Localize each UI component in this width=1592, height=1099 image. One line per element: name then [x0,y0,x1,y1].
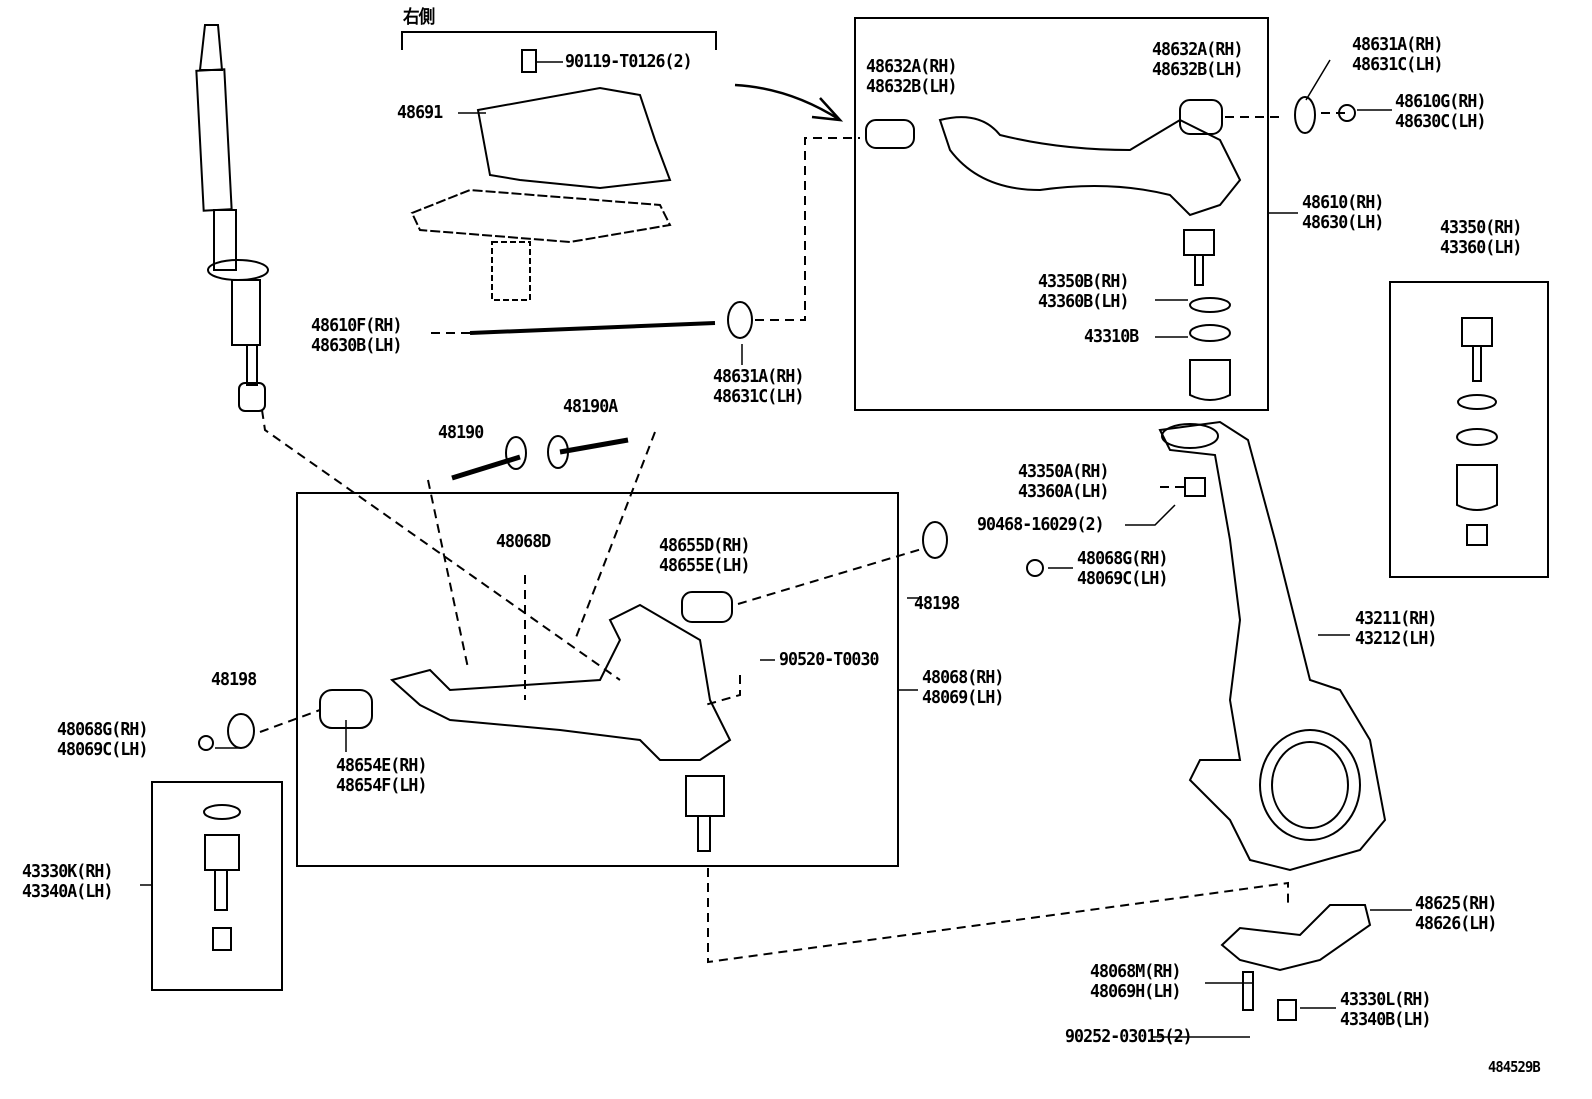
part-label: 43211(RH) 43212(LH) [1355,608,1437,649]
part-label: 48610G(RH) 48630C(LH) [1395,91,1486,132]
part-label: 43310B [1084,326,1139,347]
part-label: 48631A(RH) 48631C(LH) [713,366,804,407]
right-side-bracket [401,31,717,50]
knuckle-arm-icon [1220,904,1372,1021]
bolt-icon [521,49,537,73]
part-label: 90252-03015(2) [1065,1026,1193,1047]
lower-control-arm-icon [198,521,948,852]
upper-arm-group-box [854,17,1269,411]
bump-stop-icon [491,241,531,301]
bolt-shaft-icon [469,321,716,335]
part-label: 48691 [397,102,443,123]
leader-lines [140,59,1412,1038]
washer-icon [727,301,753,339]
part-label: 90468-16029(2) [977,514,1105,535]
dashed-guide-lines [259,112,1345,964]
part-label: 48610F(RH) 48630B(LH) [311,315,402,356]
part-label: 48068G(RH) 48069C(LH) [57,719,148,760]
steering-knuckle-icon [1026,420,1387,872]
part-label: 48632A(RH) 48632B(LH) [1152,39,1243,80]
upper-control-arm-icon [865,96,1356,401]
shock-absorber-icon [195,24,269,412]
part-label: 43330L(RH) 43340B(LH) [1340,989,1431,1030]
part-label: 48068G(RH) 48069C(LH) [1077,548,1168,589]
part-label: 48654E(RH) 48654F(LH) [336,755,427,796]
ball-joint-left-box [151,781,283,991]
ball-joint-right-box [1389,281,1549,578]
part-label: 48190 [438,422,484,443]
cam-bolt-icon [559,437,629,455]
part-label: 48610(RH) 48630(LH) [1302,192,1384,233]
ball-joint-kit-icon [1456,317,1498,546]
cam-bolt-icon [451,454,521,481]
part-label: 48198 [211,669,257,690]
right-side-note: 右側 [403,7,435,28]
part-label: 48655D(RH) 48655E(LH) [659,535,750,576]
drawing-id: 484529B [1488,1058,1541,1076]
lower-ball-joint-icon [203,804,241,951]
part-label: 48632A(RH) 48632B(LH) [866,56,957,97]
part-label: 43330K(RH) 43340A(LH) [22,861,113,902]
upper-arm-outline-icon [410,188,672,244]
lower-arm-group-box [296,492,899,867]
part-label: 43350(RH) 43360(LH) [1440,217,1522,258]
part-label: 48068(RH) 48069(LH) [922,667,1004,708]
part-label: 48190A [563,396,618,417]
part-label: 48631A(RH) 48631C(LH) [1352,34,1443,75]
part-label: 48068M(RH) 48069H(LH) [1090,961,1181,1002]
arrow-icon [734,83,844,122]
part-label: 48198 [914,593,960,614]
part-label: 43350A(RH) 43360A(LH) [1018,461,1109,502]
part-label: 48625(RH) 48626(LH) [1415,893,1497,934]
part-label: 90119-T0126(2) [565,51,693,72]
part-label: 48068D [496,531,551,552]
part-label: 90520-T0030 [779,649,879,670]
part-label: 43350B(RH) 43360B(LH) [1038,271,1129,312]
mounting-bracket-icon [476,86,672,190]
